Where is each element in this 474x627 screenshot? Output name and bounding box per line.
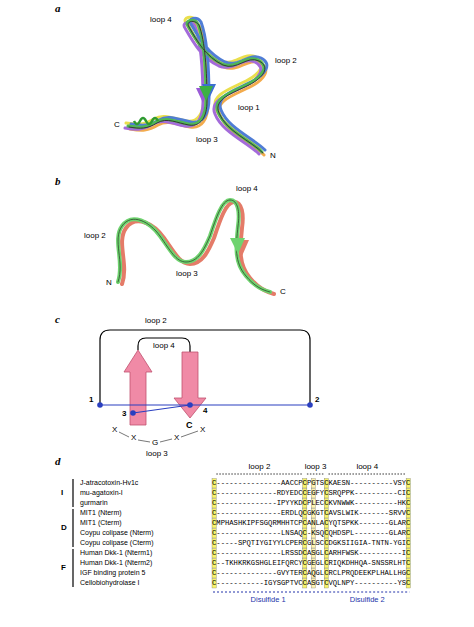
disulfide-underline <box>325 592 409 593</box>
loop-label: loop 2 <box>145 317 167 325</box>
sequence-row: C---------------AACCPCPGTSCKAESN--------… <box>212 478 410 488</box>
protein-name: J-atracotoxin-Hv1c <box>80 478 138 488</box>
loop-header-line <box>216 474 302 475</box>
residue-link <box>181 431 198 437</box>
alignment-loop-header: loop 3 <box>305 463 327 471</box>
loop-label: loop 3 <box>176 270 198 278</box>
disulfide-line <box>133 405 190 413</box>
loop-label: loop 4 <box>150 16 172 24</box>
strand-arrowhead <box>199 86 213 101</box>
protein-name: Human Dkk-1 (Nterm1) <box>80 548 152 558</box>
protein-name: MIT1 (Cterm) <box>80 518 122 528</box>
protein-name: MIT1 (Nterm) <box>80 508 122 518</box>
group-bracket <box>72 509 73 547</box>
alignment-loop-header: loop 2 <box>249 463 271 471</box>
ribbon-trace <box>128 20 264 152</box>
residue-letter: X <box>174 434 179 442</box>
residue-letter: X <box>112 426 117 434</box>
panel-letter: d <box>55 456 61 467</box>
disulfide-underlines <box>213 592 409 593</box>
residue-link <box>138 440 150 442</box>
protein-name: Coypu colipase (Nterm) <box>80 528 154 538</box>
panel-letter: c <box>55 314 60 325</box>
protein-name: Cellobiohydrolase I <box>80 578 140 588</box>
group-bracket <box>72 549 73 587</box>
protein-name: Coypu colipase (Cterm) <box>80 538 154 548</box>
loop-label: loop 2 <box>275 57 297 65</box>
cysteine-dots <box>97 402 313 416</box>
group-bracket <box>72 479 73 507</box>
sequence-row: C--------------IPYYKDCPLECCKVNWWK-------… <box>212 498 410 508</box>
terminus-label: N <box>106 279 112 287</box>
residue-link <box>119 432 129 437</box>
residue-letter: G <box>152 439 158 447</box>
sequence-row: C--TKHKRKGSHGLEIFQRCYCGEGLCRIQKDHHQA-SNS… <box>212 558 410 568</box>
sequence-row: C---------------LRSSDCASGLCARHFWSK------… <box>212 548 410 558</box>
cysteine-dot <box>307 402 313 408</box>
loop-header-line <box>328 474 406 475</box>
strand-arrow <box>124 350 152 425</box>
sequence-row: C---------------ERDLQCGKGTCAVSLWIK------… <box>212 508 410 518</box>
residue-link <box>160 439 172 442</box>
family-group-label: F <box>61 563 66 573</box>
beta-strands <box>124 350 206 425</box>
loop-label: loop 4 <box>236 185 258 193</box>
disulfide-label: Disulfide 2 <box>350 596 385 604</box>
protein-name: mu-agatoxin-I <box>80 488 123 498</box>
terminus-label: N <box>270 152 276 160</box>
sequence-row: C--------------GVYTERCAQGLCRCLPRQDEEKPLH… <box>212 568 410 578</box>
protein-name: Human Dkk-1 (Nterm2) <box>80 558 152 568</box>
panel-letter: b <box>55 176 61 187</box>
strand-arrow <box>174 352 206 418</box>
protein-name: gurmarin <box>80 498 108 508</box>
disulfide-underline <box>213 592 323 593</box>
panel-letter: a <box>55 3 61 14</box>
loop-header-lines <box>216 474 406 475</box>
residue-letter: X <box>200 426 205 434</box>
disulfide-label: Disulfide 1 <box>251 596 286 604</box>
cysteine-dot <box>130 410 136 416</box>
group-brackets <box>73 479 74 587</box>
family-group-label: D <box>61 523 67 533</box>
ribbon-trace <box>118 200 270 292</box>
loop-label: loop 4 <box>153 342 175 350</box>
loop-label: loop 1 <box>238 104 260 112</box>
ribbon-superposition <box>125 17 267 155</box>
residue-letter: X <box>131 434 136 442</box>
sequence-row: C-----------IGYSGPTVCCASGTCVQLNPY-------… <box>212 578 410 588</box>
cysteine-number: 4 <box>203 407 207 415</box>
c-terminus-label: C <box>186 421 193 430</box>
strand-arrowheads <box>196 84 216 103</box>
ribbon-pair <box>118 200 274 294</box>
cysteine-number: 3 <box>122 410 126 418</box>
terminus-label: C <box>114 121 120 129</box>
cysteine-highlights <box>212 479 410 589</box>
cysteine-dot <box>187 402 193 408</box>
residue-links <box>119 431 198 442</box>
loop-label: loop 3 <box>196 136 218 144</box>
alignment-loop-header: loop 4 <box>356 463 378 471</box>
terminus-label: C <box>280 288 286 296</box>
loop-label: loop 3 <box>146 450 168 458</box>
disulfide-line <box>100 404 310 405</box>
loop-header-line <box>307 474 324 475</box>
family-group-label: I <box>61 488 63 498</box>
helix-ribbon <box>134 118 158 124</box>
loop-arch <box>138 338 190 352</box>
strand-arrowhead <box>230 238 245 254</box>
loop-label: loop 2 <box>84 232 106 240</box>
sequence-row: C---------------LNSAQC-KSQCQHDSPL-------… <box>212 528 410 538</box>
protein-name: IGF binding protein 5 <box>80 568 145 578</box>
cysteine-number: 2 <box>315 396 319 404</box>
sequence-row: C-----SPQTIYGIYYLCPERCGLSCCDGKSIIGIA-TNT… <box>212 538 410 548</box>
ribbon-trace <box>118 200 270 292</box>
sequence-row: CMPHASHKIPFSGQRMHHTCPCANLACYQTSPKK------… <box>212 518 410 528</box>
cysteine-dot <box>97 402 103 408</box>
sequence-row: C--------------RDYEDCCEGFYCSRQPPK-------… <box>212 488 410 498</box>
ribbon-trace <box>129 21 265 153</box>
cysteine-number: 1 <box>89 396 93 404</box>
